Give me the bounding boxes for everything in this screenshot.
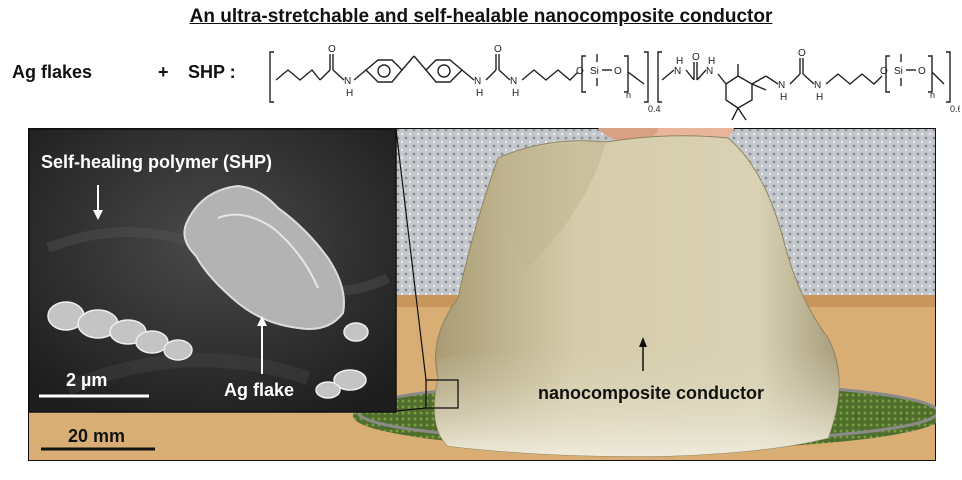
photo-scale-label: 20 mm	[68, 426, 125, 446]
repeat-n: n	[626, 90, 631, 100]
figure-title: An ultra-stretchable and self-healable n…	[189, 6, 773, 27]
atom-n: N	[814, 80, 821, 91]
conductor-label: nanocomposite conductor	[538, 383, 764, 403]
formula-row: Ag flakes + SHP :	[0, 40, 962, 125]
atom-o: O	[494, 44, 502, 55]
atom-o: O	[880, 66, 888, 77]
atom-n: N	[510, 76, 517, 87]
atom-n: N	[674, 66, 681, 77]
atom-n: N	[778, 80, 785, 91]
atom-o: O	[798, 48, 806, 59]
atom-o: O	[576, 66, 584, 77]
sem-scale-label: 2 µm	[66, 370, 107, 390]
atom-si: Si	[894, 66, 903, 77]
atom-n: N	[706, 66, 713, 77]
shp-chemical-structure: N H O N H O N H O Si O n 0.4 N H O N H N…	[269, 44, 960, 121]
polymer-label: Self-healing polymer (SHP)	[41, 152, 272, 172]
atom-h: H	[816, 92, 823, 103]
atom-si: Si	[590, 66, 599, 77]
repeat-n: n	[930, 90, 935, 100]
atom-h: H	[476, 88, 483, 99]
plus-sign: +	[158, 62, 169, 82]
atom-o: O	[328, 44, 336, 55]
atom-n: N	[474, 76, 481, 87]
atom-o: O	[692, 52, 700, 63]
atom-h: H	[780, 92, 787, 103]
atom-h: H	[512, 88, 519, 99]
shp-label: SHP :	[188, 62, 236, 82]
photo-panel: nanocomposite conductor 20 mm 2 µm Self-	[28, 128, 936, 461]
atom-o: O	[614, 66, 622, 77]
sem-inset: 2 µm Self-healing polymer (SHP) Ag flake	[28, 128, 397, 413]
atom-h: H	[708, 56, 715, 67]
fraction-right: 0.6	[950, 104, 960, 114]
flake-label: Ag flake	[224, 380, 294, 400]
ag-flakes-label: Ag flakes	[12, 62, 93, 82]
atom-h: H	[676, 56, 683, 67]
atom-h: H	[346, 88, 353, 99]
atom-o: O	[918, 66, 926, 77]
atom-n: N	[344, 76, 351, 87]
fraction-left: 0.4	[648, 104, 661, 114]
